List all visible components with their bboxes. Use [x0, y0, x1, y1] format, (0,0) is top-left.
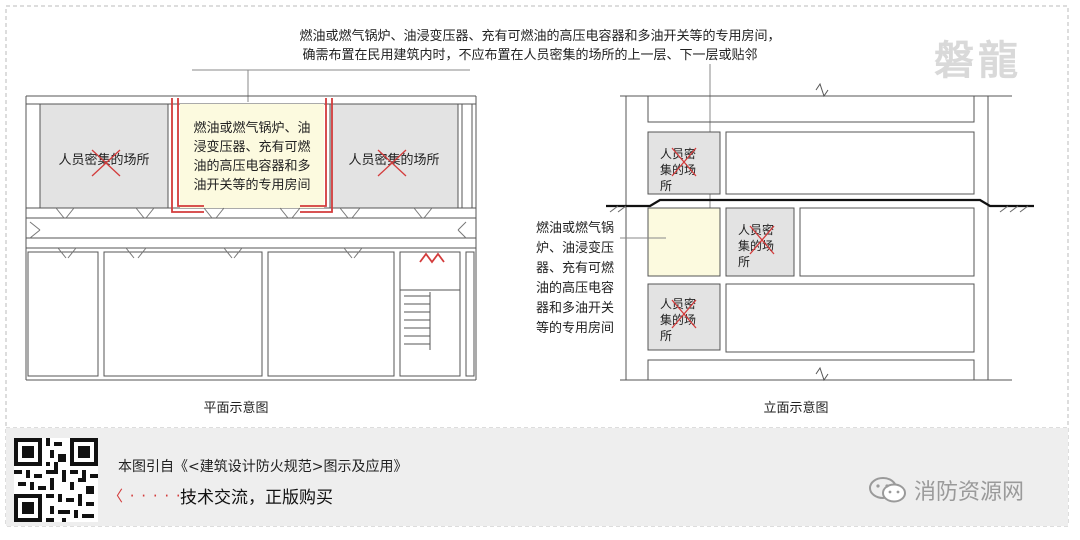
plan-special-line-1: 燃油或燃气锅炉、油: [193, 120, 310, 136]
elev-crowd-room-bottom: [647, 283, 721, 351]
plan-special-room: [180, 104, 324, 208]
elev-cross-adjacent-icon: [749, 225, 775, 255]
elev-adj-label-2: 集的场: [738, 238, 774, 253]
elev-special-line-2: 炉、油浸变压: [536, 240, 614, 256]
plan-crowd-room-right: [329, 103, 459, 209]
elev-bottom-label-2: 集的场: [660, 312, 696, 327]
plan-caption: 平面示意图: [203, 400, 268, 416]
elev-adj-label-1: 人员密: [738, 222, 774, 237]
arrow-indicator: 〈 · · · · · ·: [108, 487, 194, 505]
elev-top-label-3: 所: [660, 179, 672, 193]
ground-line: [606, 198, 1034, 208]
elevation-caption: 立面示意图: [763, 400, 828, 416]
plan-cross-right-icon: [377, 149, 407, 177]
plan-fire-wall: [171, 98, 445, 264]
brand-name: 消防资源网: [914, 480, 1025, 505]
elev-adj-label-3: 所: [738, 255, 750, 269]
elevation-frame: [620, 82, 1012, 382]
plan-doors: [29, 207, 467, 259]
elev-special-line-1: 燃油或燃气锅: [536, 220, 614, 236]
plan-cross-left-icon: [91, 149, 121, 177]
elev-special-line-6: 等的专用房间: [536, 320, 614, 336]
credit-text: 本图引自《<建筑设计防火规范>图示及应用》: [118, 459, 408, 475]
brand-logo: 磐龍: [934, 37, 1022, 84]
elev-top-label-1: 人员密: [660, 146, 696, 161]
plan-special-line-3: 油的高压电容器和多: [193, 158, 310, 174]
elev-special-room: [647, 207, 721, 277]
plan-crowd-room-left: [39, 103, 169, 209]
elev-cross-bottom-icon: [671, 299, 697, 329]
header-note-line2: 确需布置在民用建筑内时，不应布置在人员密集的场所的上一层、下一层或贴邻: [302, 47, 757, 63]
qr-code-icon[interactable]: [14, 438, 98, 522]
plan-special-line-4: 油开关等的专用房间: [193, 177, 310, 193]
footer-band: [6, 428, 1068, 526]
wechat-icon: [869, 477, 906, 503]
plan-special-line-2: 浸变压器、充有可燃: [193, 139, 310, 155]
elev-bottom-label-1: 人员密: [660, 296, 696, 311]
elev-special-line-3: 器、充有可燃: [536, 260, 614, 276]
elev-bottom-label-3: 所: [660, 329, 672, 343]
elev-special-line-5: 器和多油开关: [536, 300, 614, 316]
elev-cross-top-icon: [671, 147, 697, 177]
wechat-brand: 消防资源网: [868, 474, 1024, 506]
header-note-line1: 燃油或燃气锅炉、油浸变压器、充有可燃油的高压电容器和多油开关等的专用房间，: [299, 28, 780, 44]
purchase-link[interactable]: 技术交流，正版购买: [180, 488, 333, 508]
elev-special-line-4: 油的高压电容: [536, 280, 614, 296]
plan-right-room-label: 人员密集的场所: [348, 152, 439, 168]
plan-left-room-label: 人员密集的场所: [58, 152, 149, 168]
ground-hatch: [609, 205, 1029, 213]
elev-crowd-room-top: [647, 131, 721, 195]
